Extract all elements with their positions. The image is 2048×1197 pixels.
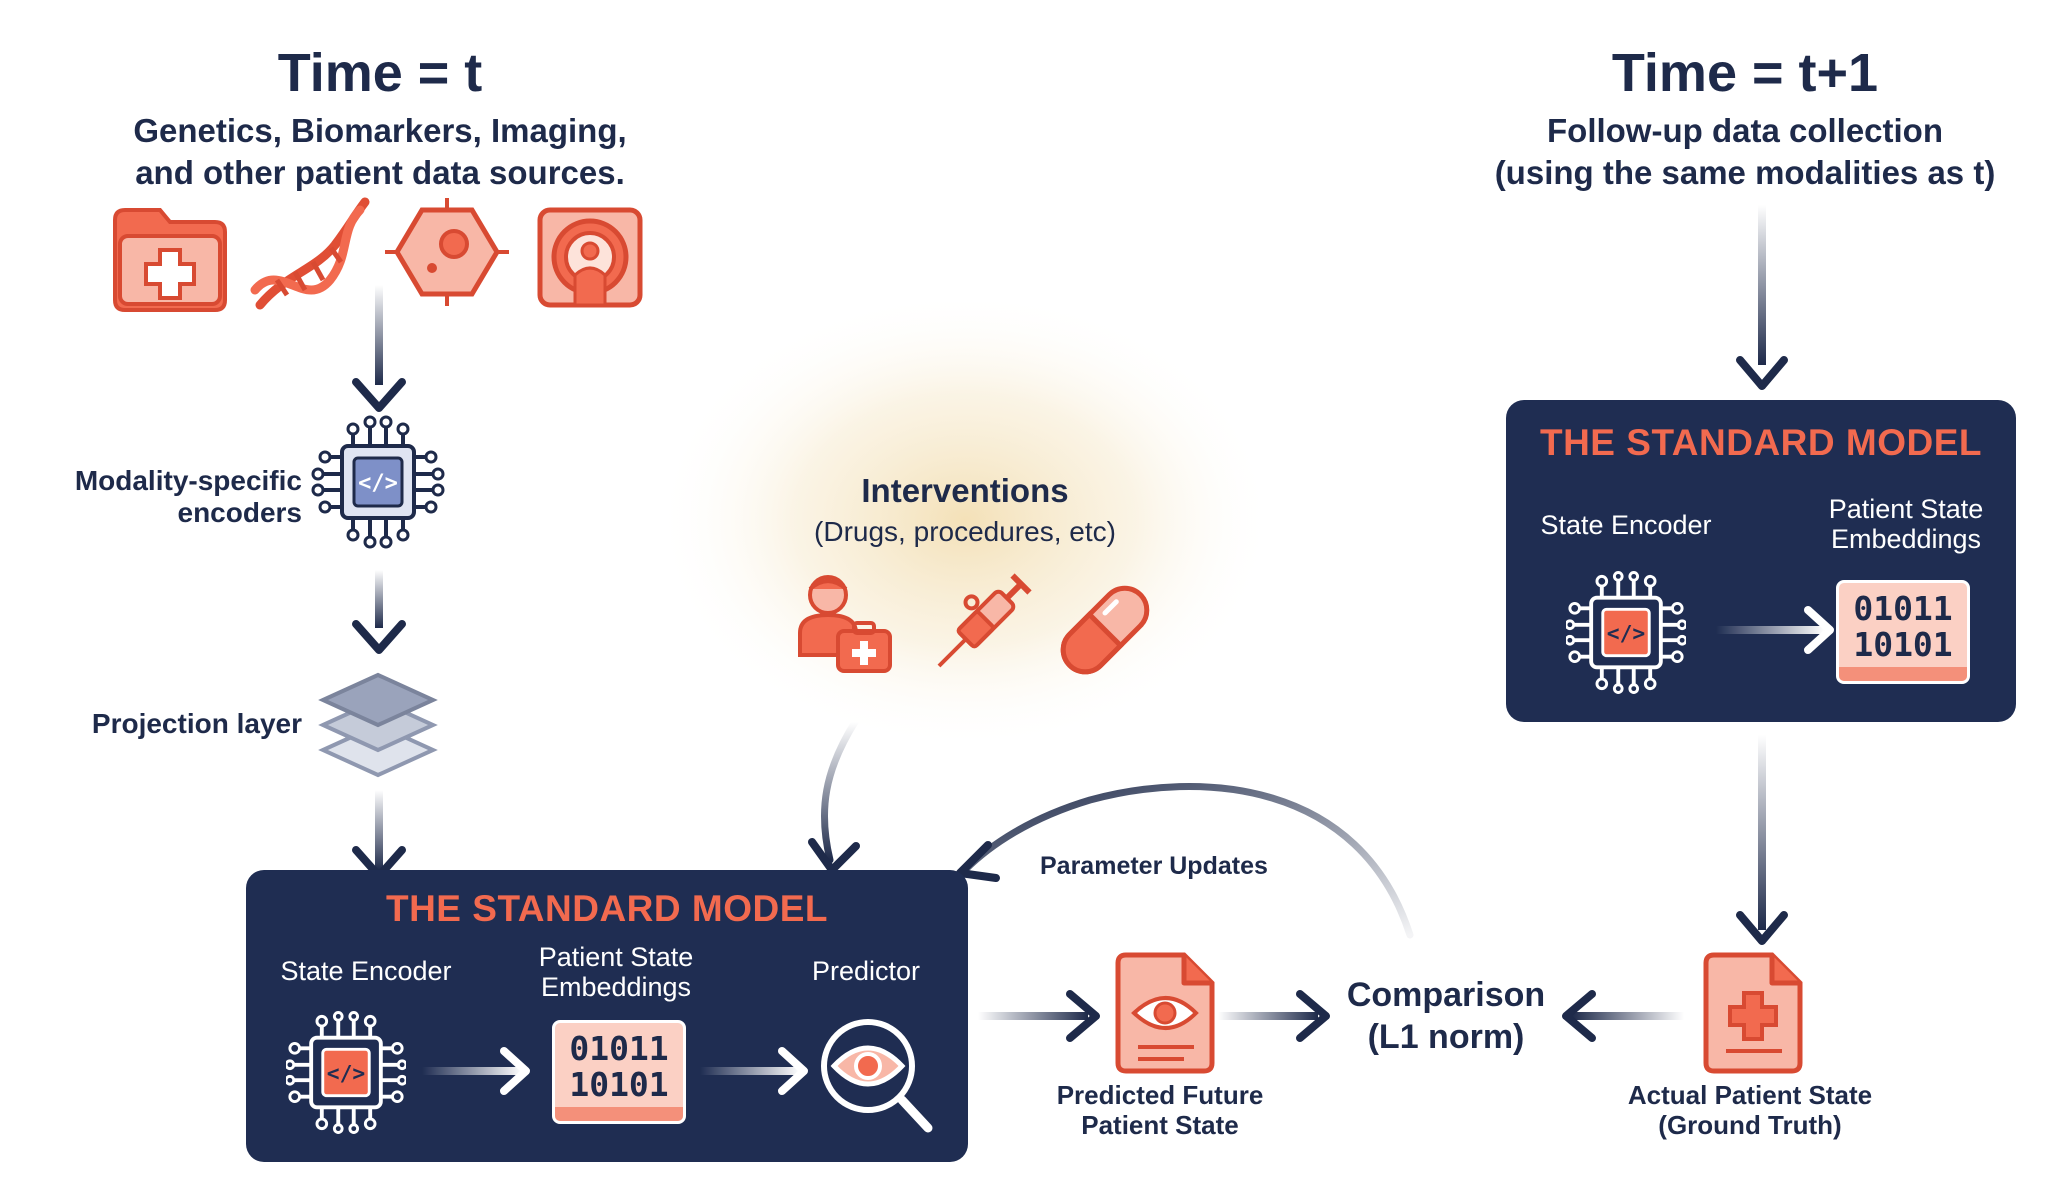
right-chip-icon: </> — [1566, 571, 1686, 694]
syringe-icon — [937, 573, 1032, 668]
right-time-title: Time = t+1 — [1611, 43, 1879, 103]
document-eye-icon — [1115, 952, 1215, 1074]
svg-text:</>: </> — [327, 1061, 365, 1086]
main-predictor-label: Predictor — [811, 956, 921, 986]
main-binary-line2: 10101 — [569, 1065, 669, 1104]
right-time-subtitle: Follow-up data collection (using the sam… — [1445, 110, 2045, 194]
comparison-line1: Comparison — [1346, 976, 1546, 1014]
main-embeddings-label: Patient State Embeddings — [506, 942, 726, 1002]
interventions-subtitle: (Drugs, procedures, etc) — [814, 516, 1116, 547]
main-embeddings-line1: Patient State — [538, 942, 694, 972]
predicted-line2: Patient State — [1081, 1110, 1239, 1140]
left-time-subtitle: Genetics, Biomarkers, Imaging, and other… — [80, 110, 680, 194]
encoders-label-line1: Modality-specific — [74, 465, 302, 496]
pill-icon — [1060, 585, 1150, 675]
right-binary-line2: 10101 — [1853, 625, 1953, 664]
right-standard-model-panel: THE STANDARD MODEL State Encoder Patient… — [1506, 400, 2016, 722]
doctor-kit-icon — [798, 575, 892, 673]
svg-text:</>: </> — [1607, 621, 1645, 646]
main-arrow-encoder-to-embeddings — [422, 1047, 530, 1095]
arrow-model-to-predicted — [978, 990, 1100, 1042]
svg-text:</>: </> — [358, 471, 398, 496]
chip-icon: </> — [311, 415, 445, 549]
arrow-predicted-to-comparison — [1218, 990, 1330, 1042]
right-binary-line1: 01011 — [1853, 589, 1953, 628]
right-subtitle-line2: (using the same modalities as t) — [1494, 154, 1996, 191]
medical-folder-icon — [113, 208, 227, 312]
arrow-interventions-to-model — [808, 718, 860, 874]
comparison-line2: (L1 norm) — [1367, 1018, 1525, 1056]
cell-icon — [385, 198, 509, 306]
arrow-right-model-to-actual — [1736, 735, 1788, 945]
arrow-sources-to-encoders — [352, 285, 406, 412]
eye-magnifier-icon — [821, 1019, 933, 1133]
right-embeddings-line2: Embeddings — [1830, 524, 1982, 554]
main-model-title: THE STANDARD MODEL — [385, 888, 828, 929]
parameter-updates-label: Parameter Updates — [1040, 852, 1268, 880]
main-binary-embedding: 01011 10101 — [552, 1020, 686, 1124]
main-arrow-embeddings-to-predictor — [700, 1047, 808, 1095]
right-arrow-encoder-to-embeddings — [1716, 606, 1834, 654]
left-subtitle-line1: Genetics, Biomarkers, Imaging, — [133, 112, 627, 149]
arrow-encoders-to-projection — [352, 570, 406, 654]
right-embeddings-line1: Patient State — [1828, 494, 1984, 524]
main-binary-line1: 01011 — [569, 1029, 669, 1068]
dna-icon — [250, 197, 370, 310]
actual-line2: (Ground Truth) — [1658, 1110, 1842, 1140]
actual-line1: Actual Patient State — [1627, 1080, 1873, 1110]
actual-state-label: Actual Patient State (Ground Truth) — [1600, 1080, 1900, 1140]
main-standard-model-panel: THE STANDARD MODEL State Encoder Patient… — [246, 870, 968, 1162]
main-embeddings-line2: Embeddings — [540, 972, 692, 1002]
predicted-state-label: Predicted Future Patient State — [1040, 1080, 1280, 1140]
arrow-followup-to-model — [1736, 205, 1788, 390]
predicted-line1: Predicted Future — [1056, 1080, 1264, 1110]
right-subtitle-line1: Follow-up data collection — [1547, 112, 1943, 149]
left-time-title: Time = t — [277, 43, 483, 103]
arrow-actual-to-comparison — [1562, 990, 1684, 1042]
mri-scanner-icon — [537, 207, 643, 308]
main-state-encoder-label: State Encoder — [280, 956, 452, 986]
interventions-title: Interventions — [861, 472, 1069, 509]
right-state-encoder-label: State Encoder — [1540, 510, 1712, 540]
left-subtitle-line2: and other patient data sources. — [135, 154, 625, 191]
main-chip-icon: </> — [286, 1011, 406, 1134]
layers-icon — [318, 672, 438, 778]
encoders-label-line2: encoders — [177, 497, 303, 528]
comparison-label: Comparison (L1 norm) — [1316, 974, 1576, 1058]
encoders-label: Modality-specific encoders — [20, 465, 302, 529]
document-medical-icon — [1703, 952, 1803, 1074]
right-model-title: THE STANDARD MODEL — [1539, 422, 1982, 463]
right-embeddings-label: Patient State Embeddings — [1796, 494, 2016, 554]
projection-label: Projection layer — [91, 708, 302, 739]
arrow-projection-to-model — [352, 790, 406, 880]
right-binary-embedding: 01011 10101 — [1836, 580, 1970, 684]
